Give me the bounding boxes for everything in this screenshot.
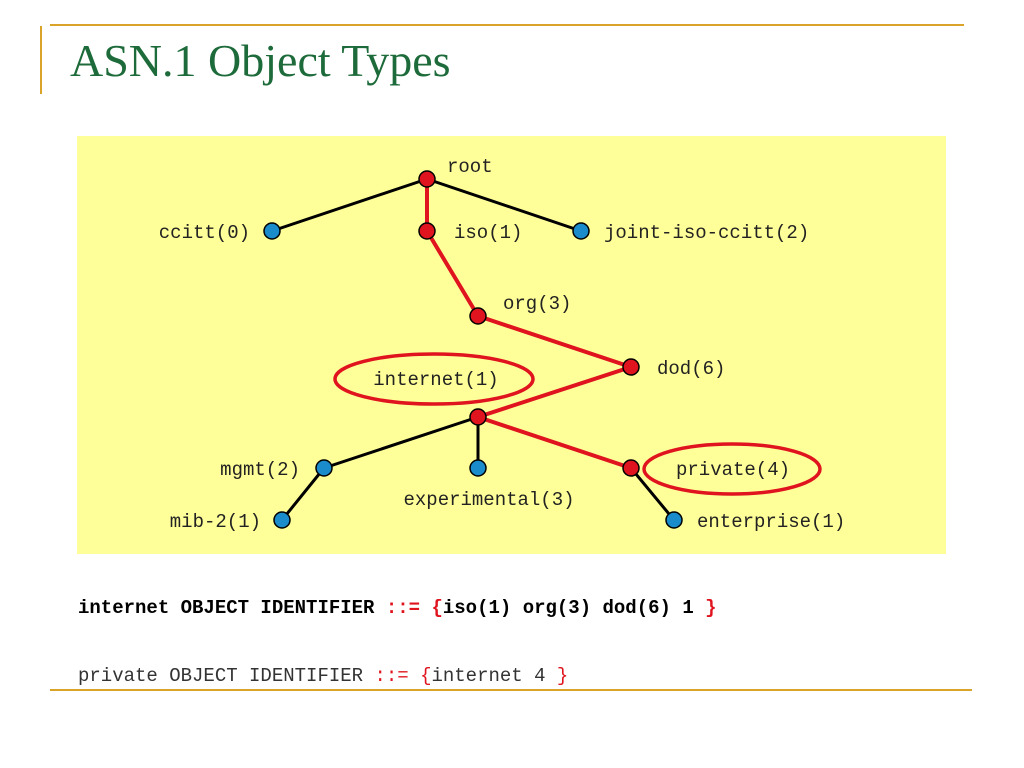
node-private [622,459,640,477]
highlight-ring-private [642,442,822,496]
private-oid-name: private OBJECT IDENTIFIER [78,665,364,687]
node-label-internet: internet(1) [373,369,498,391]
internet-oid-name: internet OBJECT IDENTIFIER [78,597,375,619]
node-label-org: org(3) [503,293,571,315]
left-accent-rule [40,26,42,94]
node-label-mib2: mib-2(1) [170,511,261,533]
private-oid-close-brace: } [545,665,569,687]
node-org [469,307,487,325]
edge-internet-private [476,415,633,470]
node-label-dod: dod(6) [657,358,725,380]
nodes-layer [263,170,683,529]
node-dod [622,358,640,376]
bottom-rule [50,689,972,691]
node-ccitt [263,222,281,240]
node-mgmt [315,459,333,477]
top-rule [50,24,964,26]
edge-mgmt-mib2 [280,466,326,522]
private-oid-assign: ::= [363,665,421,687]
labels-layer: root ccitt(0) iso(1) joint-iso-ccitt(2) org(… [159,156,845,533]
edge-org-dod [476,314,633,369]
private-oid-open-brace: { [420,665,432,687]
private-oid-body: internet 4 [431,665,546,687]
node-root [418,170,436,188]
node-label-root: root [447,156,493,178]
node-label-private: private(4) [676,459,790,481]
node-enterprise [665,511,683,529]
node-label-enterprise: enterprise(1) [697,511,845,533]
node-iso [418,222,436,240]
edge-internet-mgmt [322,415,480,470]
internet-oid-close-brace: } [693,597,717,619]
edge-dod-internet [476,365,633,419]
private-oid-definition: private OBJECT IDENTIFIER ::= {internet … [78,665,568,687]
internet-oid-open-brace: { [431,597,443,619]
edge-root-joint [425,177,583,233]
internet-oid-definition: internet OBJECT IDENTIFIER ::= {iso(1) o… [78,597,717,619]
internet-oid-body: iso(1) org(3) dod(6) 1 [442,597,694,619]
node-mib2 [273,511,291,529]
node-internet [469,408,487,426]
node-label-experimental: experimental(3) [403,489,574,511]
slide-title: ASN.1 Object Types [70,35,451,86]
internet-oid-assign: ::= [374,597,432,619]
edge-iso-org [425,229,480,318]
node-joint [572,222,590,240]
edge-root-ccitt [270,177,429,233]
node-experimental [469,459,487,477]
node-label-mgmt: mgmt(2) [220,459,300,481]
highlight-ring-internet [333,352,535,406]
node-label-ccitt: ccitt(0) [159,222,250,244]
node-label-joint: joint-iso-ccitt(2) [604,222,809,244]
edge-private-enterprise [629,466,676,522]
node-label-iso: iso(1) [454,222,522,244]
